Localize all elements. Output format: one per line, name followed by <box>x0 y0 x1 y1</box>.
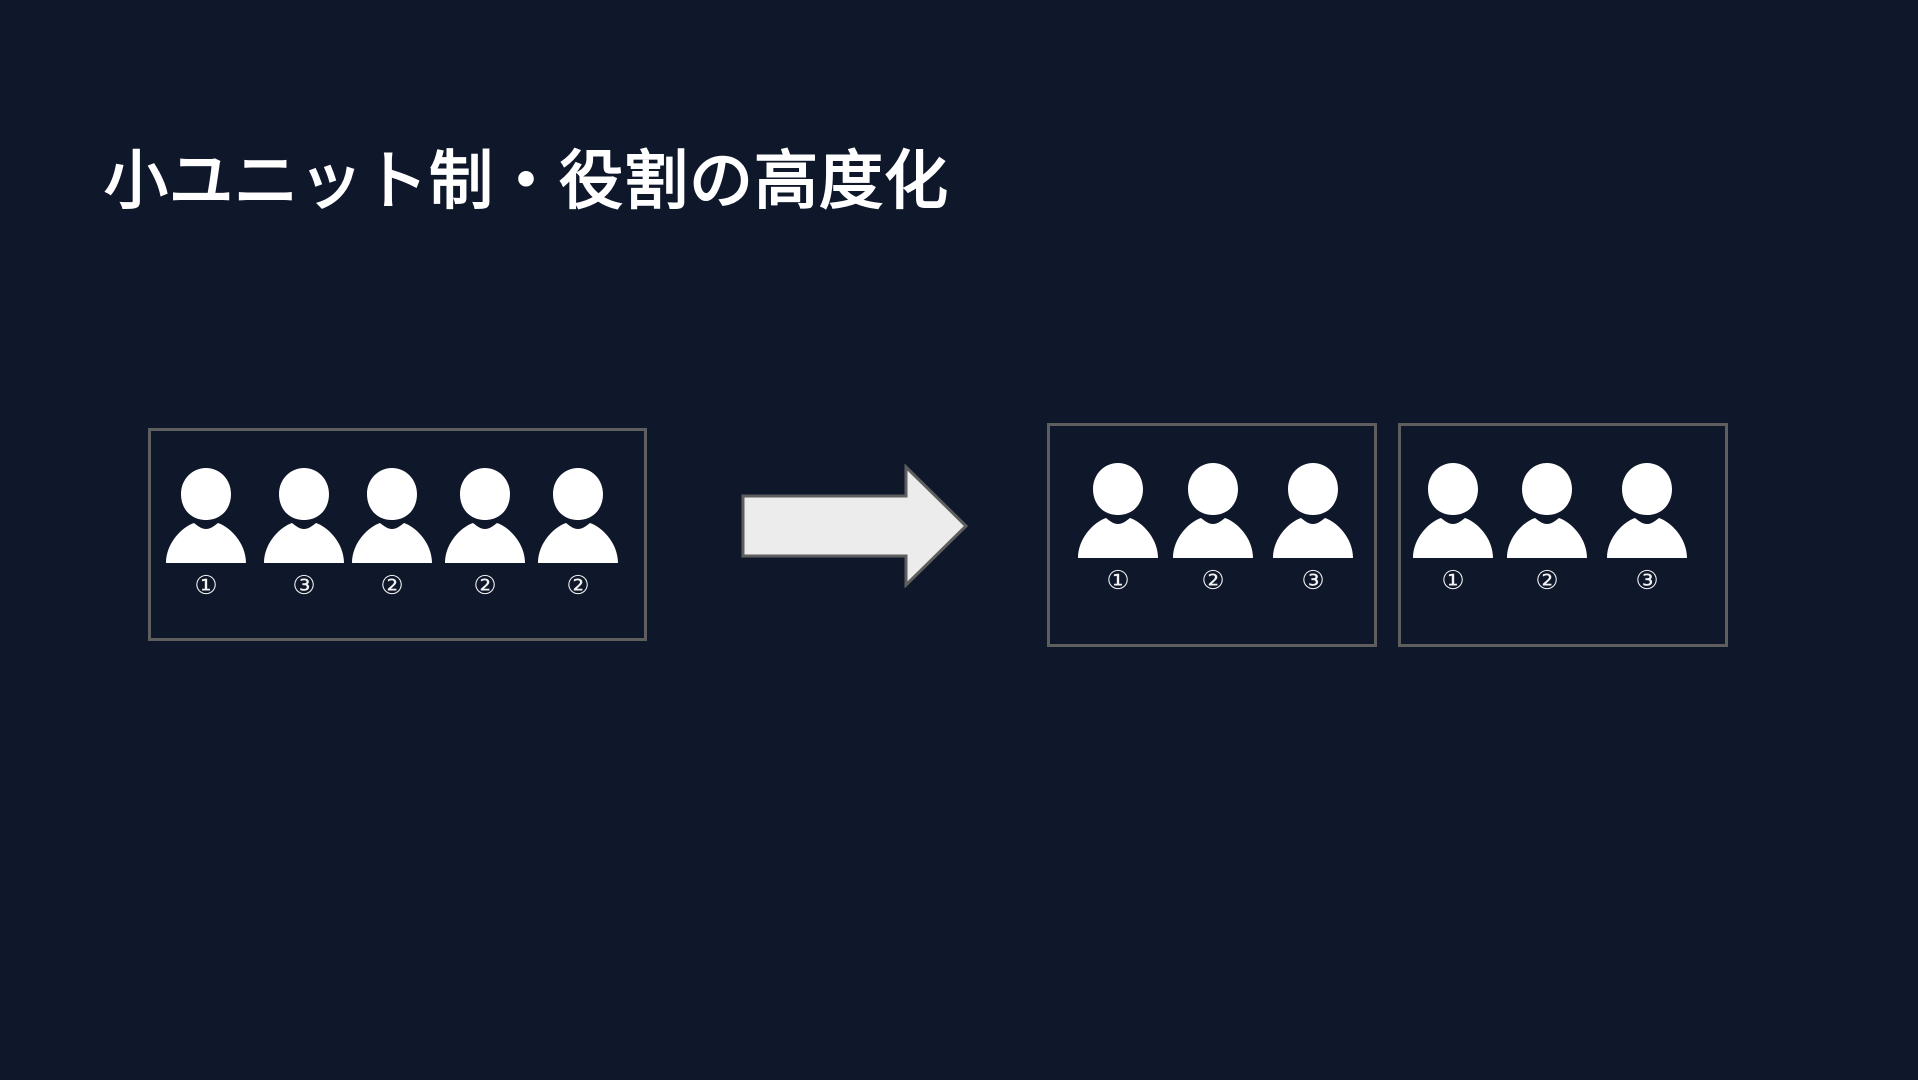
role-label: ③ <box>1301 566 1325 596</box>
role-label: ③ <box>292 571 316 601</box>
person-icon <box>1078 463 1158 558</box>
role-label: ② <box>380 571 404 601</box>
right-arrow-icon <box>741 464 969 588</box>
slide-title: 小ユニット制・役割の高度化 <box>104 145 949 219</box>
large-team-box: ① ③ ② ② ② <box>148 428 647 641</box>
person-icon <box>1607 463 1687 558</box>
role-label: ② <box>566 571 590 601</box>
small-unit-box: ① ② ③ <box>1047 423 1377 647</box>
role-label: ③ <box>1635 566 1659 596</box>
person-icon <box>445 468 525 563</box>
team-member: ② <box>445 465 525 601</box>
person-icon <box>1413 463 1493 558</box>
team-member: ③ <box>1273 460 1353 596</box>
person-icon <box>166 468 246 563</box>
person-icon <box>264 468 344 563</box>
role-label: ② <box>1201 566 1225 596</box>
role-label: ① <box>1106 566 1130 596</box>
role-label: ② <box>473 571 497 601</box>
team-member: ② <box>1173 460 1253 596</box>
team-member: ② <box>352 465 432 601</box>
role-label: ① <box>1441 566 1465 596</box>
role-label: ① <box>194 571 218 601</box>
team-member: ③ <box>1607 460 1687 596</box>
team-member: ① <box>166 465 246 601</box>
person-icon <box>1273 463 1353 558</box>
person-icon <box>1507 463 1587 558</box>
person-icon <box>352 468 432 563</box>
person-icon <box>538 468 618 563</box>
team-member: ② <box>538 465 618 601</box>
role-label: ② <box>1535 566 1559 596</box>
team-member: ① <box>1413 460 1493 596</box>
person-icon <box>1173 463 1253 558</box>
team-member: ② <box>1507 460 1587 596</box>
team-member: ③ <box>264 465 344 601</box>
small-unit-box: ① ② ③ <box>1398 423 1728 647</box>
team-member: ① <box>1078 460 1158 596</box>
